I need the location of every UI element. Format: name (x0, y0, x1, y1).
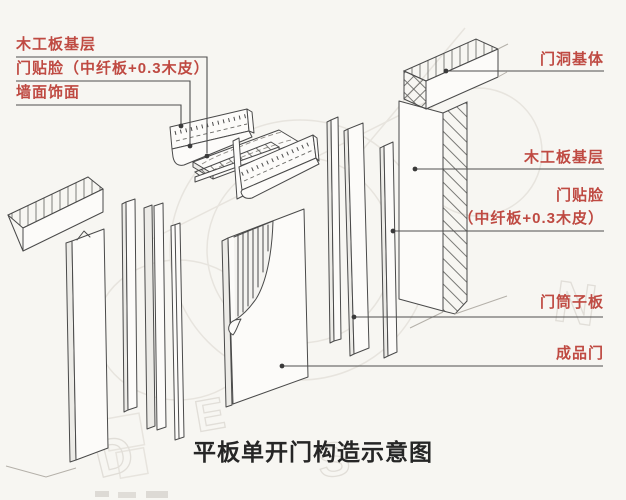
callout-finished-door: 成品门 (555, 345, 604, 362)
finished-door-leaf (221, 208, 309, 408)
wall-post (398, 100, 508, 329)
head-casing-channel-lower (232, 134, 320, 200)
diagram-title: 平板单开门构造示意图 (193, 439, 433, 465)
callout-wall-finish: 墙面饰面 (16, 84, 81, 101)
callout-plywood-base-right: 木工板基层 (523, 149, 604, 166)
jamb-plank-right-1 (326, 116, 342, 344)
callout-door-casing-detail: （中纤板+0.3木皮） (458, 210, 604, 227)
callout-leaders (16, 56, 604, 369)
peel-curl-tip (228, 318, 242, 336)
peel-curve (234, 220, 274, 321)
jamb-plank-left-2 (143, 202, 167, 431)
callout-door-jamb-board: 门筒子板 (539, 294, 604, 311)
wall-header-right (402, 38, 509, 110)
callout-door-casing-left: 门贴脸（中纤板+0.3木皮） (16, 60, 210, 77)
door-core-slats (233, 220, 274, 317)
callout-door-opening-base: 门洞基体 (539, 51, 604, 68)
callout-plywood-base-left: 木工板基层 (16, 36, 97, 53)
door-opening-wall (398, 38, 509, 329)
wall-header-beam (7, 176, 104, 252)
left-casing-board (65, 228, 109, 463)
jamb-plank-left-1 (121, 198, 138, 413)
svg-text:N: N (550, 269, 601, 339)
floor-sketch-lines (5, 465, 77, 478)
jamb-plank-right-2 (343, 122, 370, 357)
callout-door-casing-right: 门贴脸 (555, 187, 604, 204)
jamb-plank-left-3 (170, 222, 185, 441)
jamb-plank-right-3 (379, 141, 398, 359)
